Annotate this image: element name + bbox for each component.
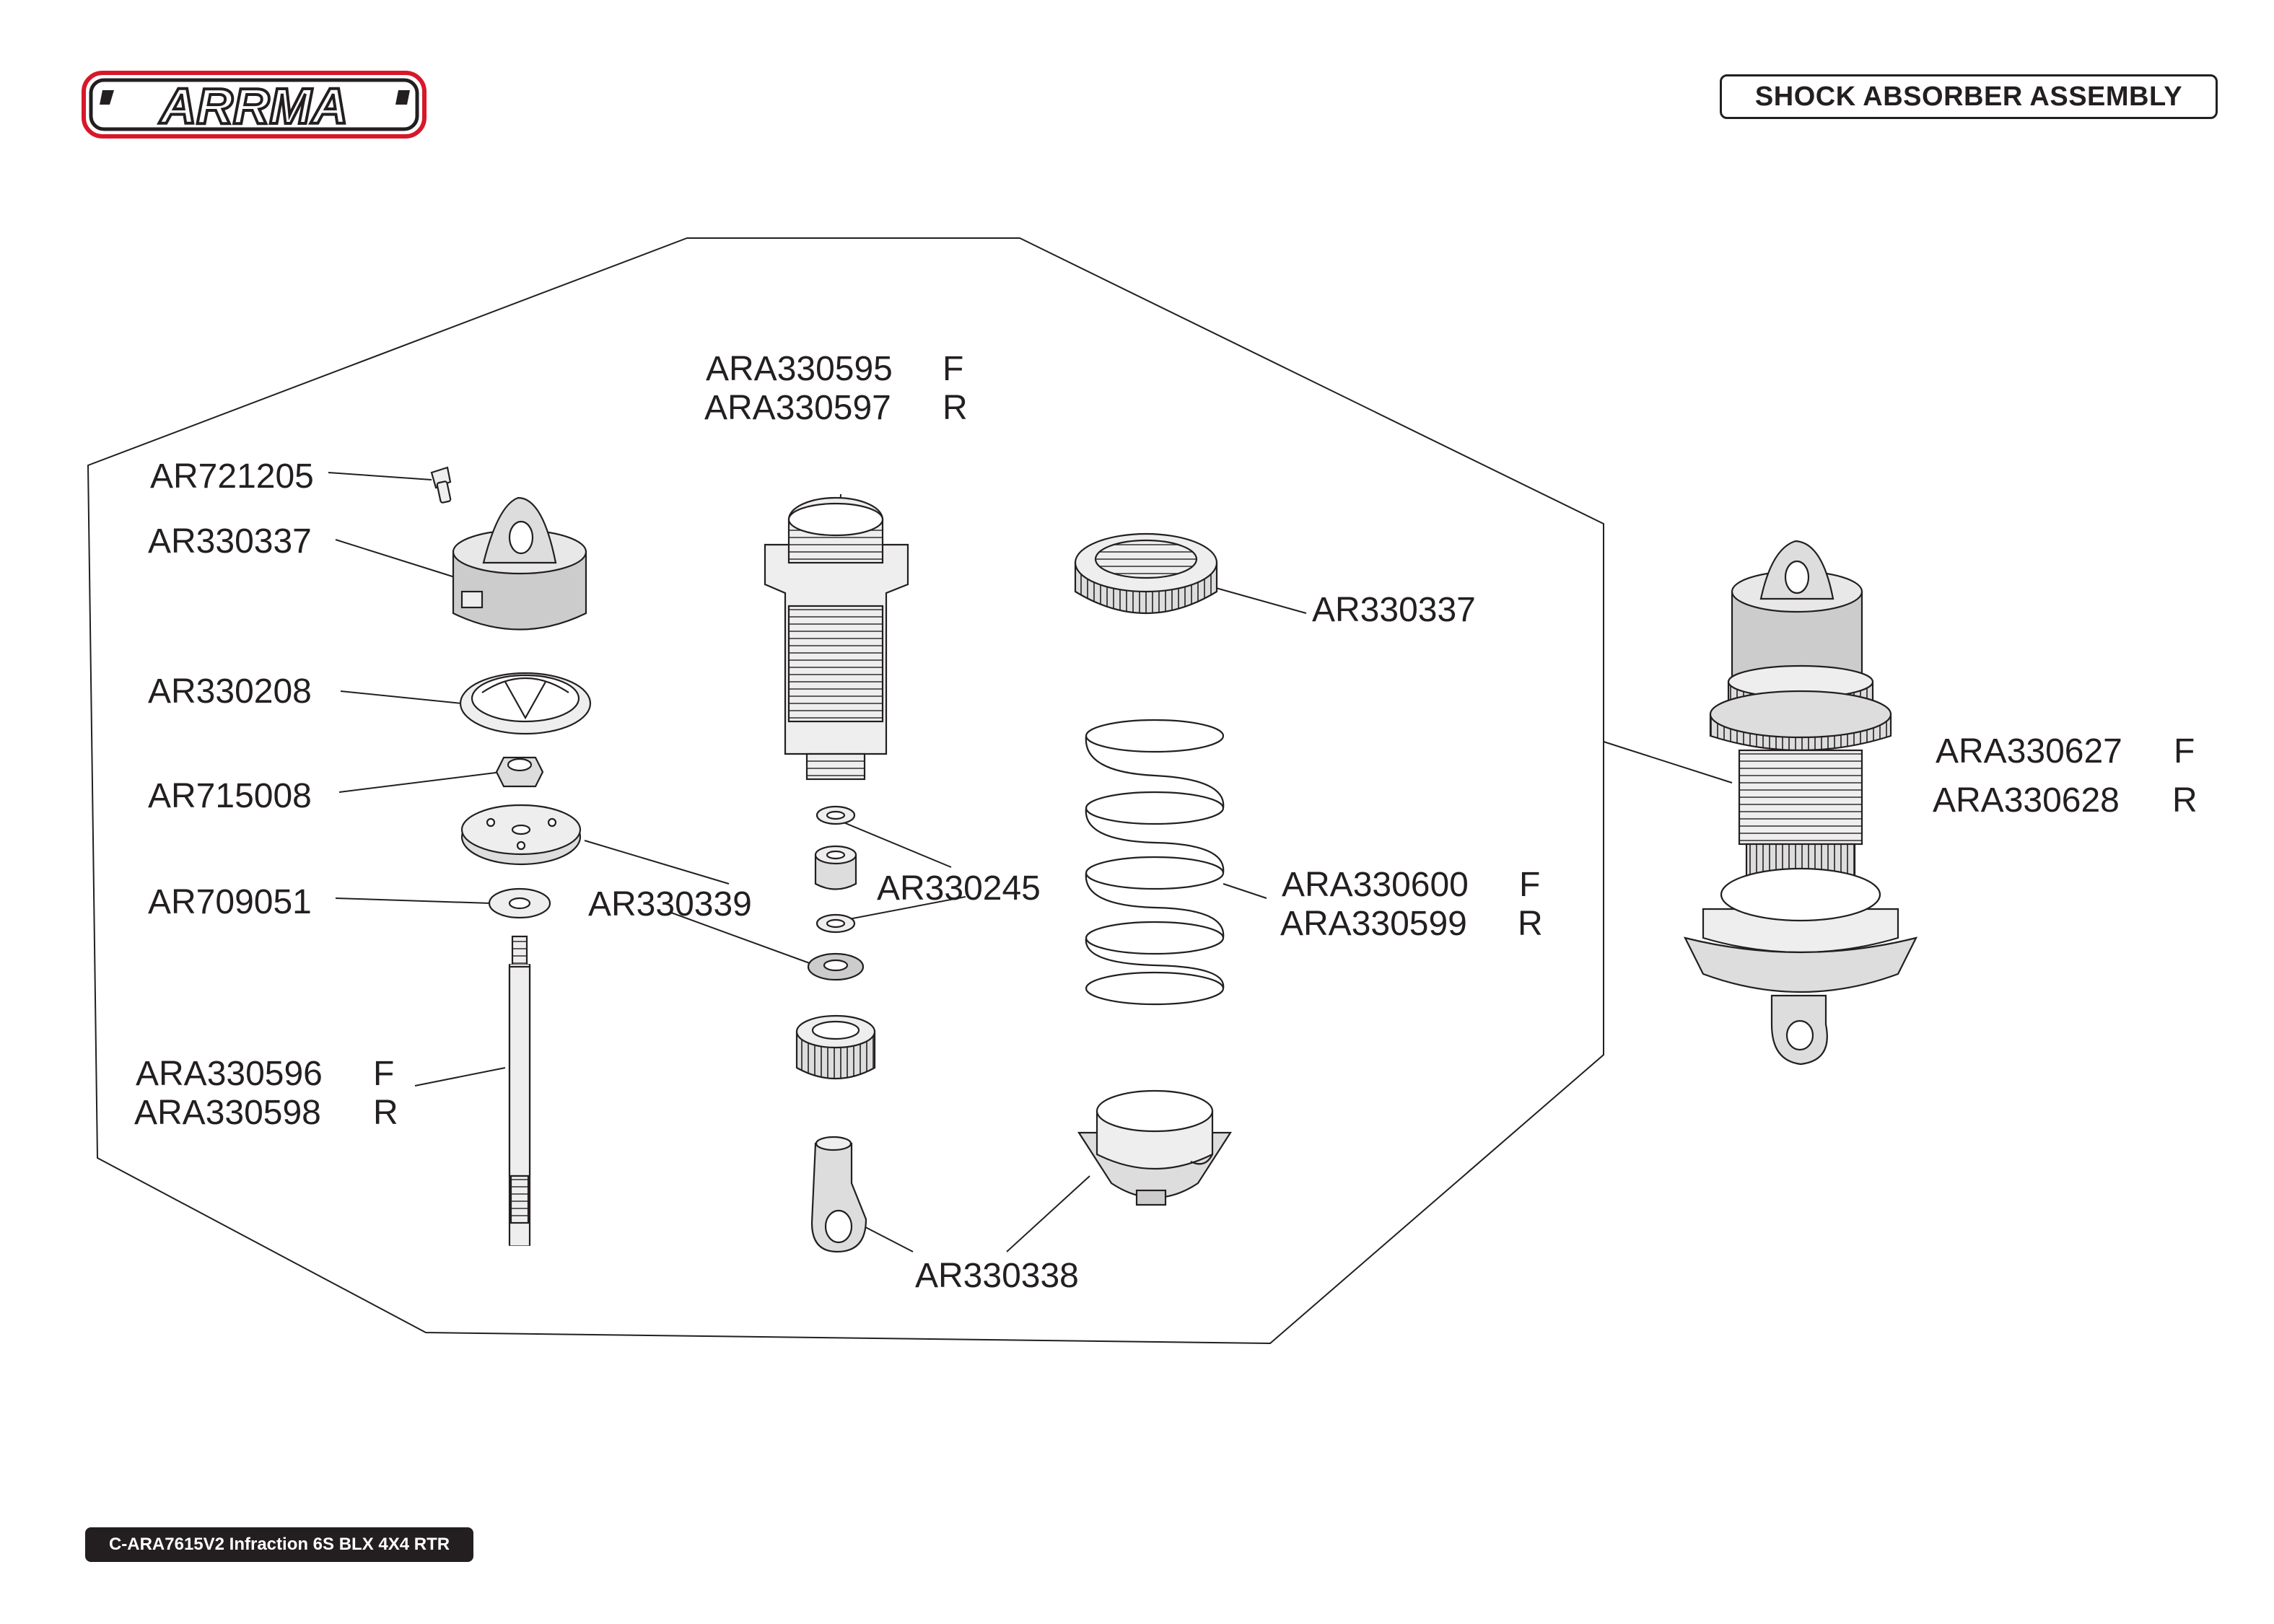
callout-washer: AR709051 bbox=[148, 883, 312, 921]
washer-part bbox=[488, 887, 551, 919]
page-title: SHOCK ABSORBER ASSEMBLY bbox=[1720, 74, 2218, 119]
rod-end-part bbox=[810, 1136, 867, 1253]
callout-locknut: AR715008 bbox=[148, 777, 312, 815]
shock-assembly-part bbox=[1683, 540, 1918, 1066]
callout-piston-spacer: AR330339 bbox=[588, 885, 752, 923]
shock-shaft-part bbox=[508, 935, 531, 1246]
collar-part bbox=[1074, 532, 1218, 614]
suffix-shaft-rear: R bbox=[373, 1094, 398, 1132]
callout-shaft-rear: ARA330598 bbox=[134, 1094, 321, 1132]
suffix-assembly-front: F bbox=[2174, 732, 2195, 771]
callout-shaft-front: ARA330596 bbox=[136, 1055, 323, 1093]
callout-spring-front: ARA330600 bbox=[1282, 866, 1469, 904]
shock-cap-part bbox=[452, 496, 587, 631]
piston-part bbox=[460, 804, 582, 866]
callout-body-front: ARA330595 bbox=[706, 350, 893, 388]
callout-assembly-front: ARA330627 bbox=[1936, 732, 2122, 771]
locknut-part bbox=[495, 756, 544, 788]
spring-part bbox=[1085, 719, 1225, 1006]
suffix-body-rear: R bbox=[943, 389, 968, 427]
callout-spring-rear: ARA330599 bbox=[1280, 905, 1467, 943]
suffix-spring-front: F bbox=[1519, 866, 1541, 904]
arrma-logo: ARRMA bbox=[82, 71, 427, 139]
logo-text: ARRMA bbox=[159, 78, 349, 134]
suffix-spring-rear: R bbox=[1518, 905, 1543, 943]
bottom-cap-part bbox=[795, 1014, 876, 1079]
callout-assembly-rear: ARA330628 bbox=[1933, 781, 2120, 820]
callout-oring: AR330245 bbox=[877, 869, 1041, 908]
suffix-body-front: F bbox=[943, 350, 964, 388]
callout-body-rear: ARA330597 bbox=[704, 389, 891, 427]
cap-screw-part bbox=[430, 466, 452, 504]
model-footer: C-ARA7615V2 Infraction 6S BLX 4X4 RTR bbox=[85, 1527, 473, 1562]
oring-parts bbox=[807, 805, 865, 981]
suffix-assembly-rear: R bbox=[2172, 781, 2198, 820]
callout-cap-screw: AR721205 bbox=[150, 457, 314, 496]
suffix-shaft-front: F bbox=[373, 1055, 395, 1093]
callout-rod-end: AR330338 bbox=[915, 1257, 1079, 1295]
callout-shock-cap: AR330337 bbox=[148, 522, 312, 561]
callout-collar: AR330337 bbox=[1312, 591, 1476, 629]
parts-outline bbox=[87, 237, 1604, 1345]
callout-bladder: AR330208 bbox=[148, 672, 312, 711]
spring-retainer-part bbox=[1077, 1089, 1233, 1206]
shock-body-part bbox=[764, 496, 909, 781]
bladder-part bbox=[459, 672, 592, 735]
